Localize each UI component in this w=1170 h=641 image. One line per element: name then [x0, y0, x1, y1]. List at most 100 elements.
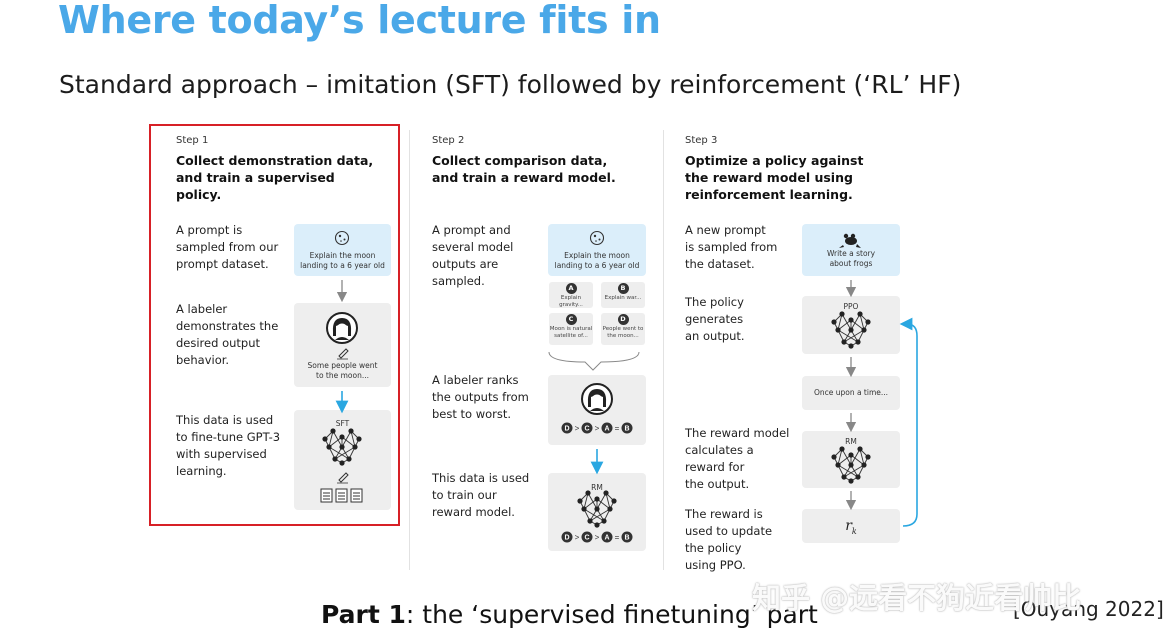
- step-3-desc-reward-model: The reward model calculates a reward for…: [685, 425, 789, 493]
- desc-line: using PPO.: [685, 558, 746, 572]
- demo-line: Some people went: [307, 361, 378, 370]
- desc-line: the policy: [685, 541, 742, 555]
- desc-line: is sampled from: [685, 240, 778, 254]
- desc-line: prompt dataset.: [176, 257, 269, 271]
- step-3-desc-update: The reward is used to update the policy …: [685, 506, 772, 574]
- step-3-desc-policy: The policy generates an output.: [685, 294, 745, 345]
- desc-line: best to worst.: [432, 407, 512, 421]
- desc-line: outputs are: [432, 257, 499, 271]
- step-1-desc-labeler: A labeler demonstrates the desired outpu…: [176, 301, 278, 369]
- desc-line: A new prompt: [685, 223, 766, 237]
- desc-line: desired output: [176, 336, 260, 350]
- step-2-prompt-card: Explain the moon landing to a 6 year old: [548, 224, 646, 276]
- step-3-desc-prompt: A new prompt is sampled from the dataset…: [685, 222, 777, 273]
- labeler-avatar-icon: [326, 312, 358, 344]
- step-1-desc-prompt: A prompt is sampled from our prompt data…: [176, 222, 278, 273]
- option-text: the moon...: [607, 333, 639, 339]
- desc-line: A labeler ranks: [432, 373, 519, 387]
- desc-line: to fine-tune GPT-3: [176, 430, 281, 444]
- step-3-heading-line: reinforcement learning.: [685, 187, 853, 202]
- generated-output: Once upon a time...: [813, 388, 889, 397]
- rm-label: RM: [845, 437, 857, 446]
- desc-line: the dataset.: [685, 257, 755, 271]
- desc-line: used to update: [685, 524, 773, 538]
- step-3-heading-line: the reward model using: [685, 170, 853, 185]
- step-3-heading: Optimize a policy against the reward mod…: [685, 152, 885, 203]
- rm-label: RM: [591, 483, 603, 492]
- step-3-heading-line: Optimize a policy against: [685, 153, 864, 168]
- prompt-line: about frogs: [829, 259, 873, 268]
- desc-line: the output.: [685, 477, 750, 491]
- desc-line: reward model.: [432, 505, 515, 519]
- sft-label: SFT: [335, 419, 350, 428]
- prompt-line: Explain the moon: [309, 251, 376, 260]
- desc-line: several model: [432, 240, 514, 254]
- desc-line: to train our: [432, 488, 497, 502]
- desc-line: A labeler: [176, 302, 228, 316]
- option-letter: B: [617, 283, 629, 294]
- demo-line: to the moon...: [316, 371, 369, 380]
- desc-line: The reward is: [685, 507, 763, 521]
- labeler-avatar-icon: [581, 383, 613, 415]
- step-1-desc-finetune: This data is used to fine-tune GPT-3 wit…: [176, 412, 280, 480]
- step-1-prompt-card: Explain the moon landing to a 6 year old: [294, 224, 391, 276]
- ppo-label: PPO: [843, 302, 859, 311]
- diagram-graphics: D > C > A = B: [320, 230, 918, 543]
- feedback-loop-arrow: [899, 317, 918, 527]
- option-text: Moon is natural: [549, 326, 593, 332]
- slide-subtitle: Standard approach – imitation (SFT) foll…: [59, 70, 962, 99]
- reward-subscript: k: [851, 526, 857, 536]
- reward-symbol: r: [845, 518, 852, 534]
- footer-bold: Part 1: [321, 600, 406, 629]
- pencil-icon: [337, 348, 349, 360]
- prompt-line: landing to a 6 year old: [300, 261, 385, 270]
- moon-icon: [589, 230, 605, 246]
- prompt-line: Explain the moon: [564, 251, 630, 260]
- rlhf-diagram: Step 1 Collect demonstration data, and t…: [145, 122, 925, 577]
- step-2-label: Step 2: [432, 135, 465, 146]
- ppo-network-icon: [830, 310, 872, 350]
- output-option-d: D People went to the moon...: [601, 313, 645, 345]
- watermark: 知乎 @远看不狗近看帅比: [752, 581, 1082, 615]
- frog-icon: [839, 233, 861, 248]
- merge-brace: [548, 351, 640, 371]
- desc-line: learning.: [176, 464, 227, 478]
- option-letter: C: [565, 314, 577, 325]
- prompt-line: Write a story: [826, 249, 876, 258]
- desc-line: demonstrates the: [176, 319, 279, 333]
- divider: [409, 130, 410, 570]
- ranking-icon: [561, 531, 633, 543]
- desc-line: the outputs from: [432, 390, 529, 404]
- moon-icon: [334, 230, 350, 246]
- step-1-heading-line: and train a supervised policy.: [176, 170, 335, 202]
- option-text: Explain war...: [604, 295, 642, 301]
- sft-network-icon: [321, 427, 363, 467]
- step-2-heading-line: Collect comparison data,: [432, 153, 608, 168]
- slide-footer: Part 1: the ‘supervised finetuning’ part: [321, 600, 818, 629]
- citation: [Ouyang 2022]: [1013, 597, 1164, 621]
- step-3-prompt-card: Write a story about frogs: [802, 224, 900, 276]
- output-option-c: C Moon is natural satellite of...: [549, 313, 593, 345]
- step-1-highlight-frame: [149, 124, 400, 526]
- option-text: satellite of...: [554, 333, 588, 339]
- step-3-panel: Step 3 Optimize a policy against the rew…: [663, 122, 925, 574]
- option-letter: D: [617, 314, 629, 325]
- desc-line: A prompt is: [176, 223, 243, 237]
- divider: [663, 130, 664, 570]
- desc-line: with supervised: [176, 447, 267, 461]
- reward-value: rk: [802, 518, 900, 540]
- step-1-panel: Step 1 Collect demonstration data, and t…: [145, 122, 407, 574]
- desc-line: The policy: [685, 295, 744, 309]
- step-1-heading: Collect demonstration data, and train a …: [176, 152, 376, 203]
- desc-line: This data is used: [432, 471, 530, 485]
- rm-network-icon: [830, 445, 872, 485]
- desc-line: reward for: [685, 460, 745, 474]
- output-option-b: B Explain war...: [601, 282, 645, 308]
- option-text: People went to: [602, 326, 644, 332]
- option-text: Explain gravity...: [559, 295, 583, 308]
- desc-line: sampled.: [432, 274, 485, 288]
- desc-line: generates: [685, 312, 744, 326]
- step-2-heading: Collect comparison data, and train a rew…: [432, 152, 632, 186]
- rm-network-icon: [576, 489, 618, 529]
- step-2-desc-train: This data is used to train our reward mo…: [432, 470, 529, 521]
